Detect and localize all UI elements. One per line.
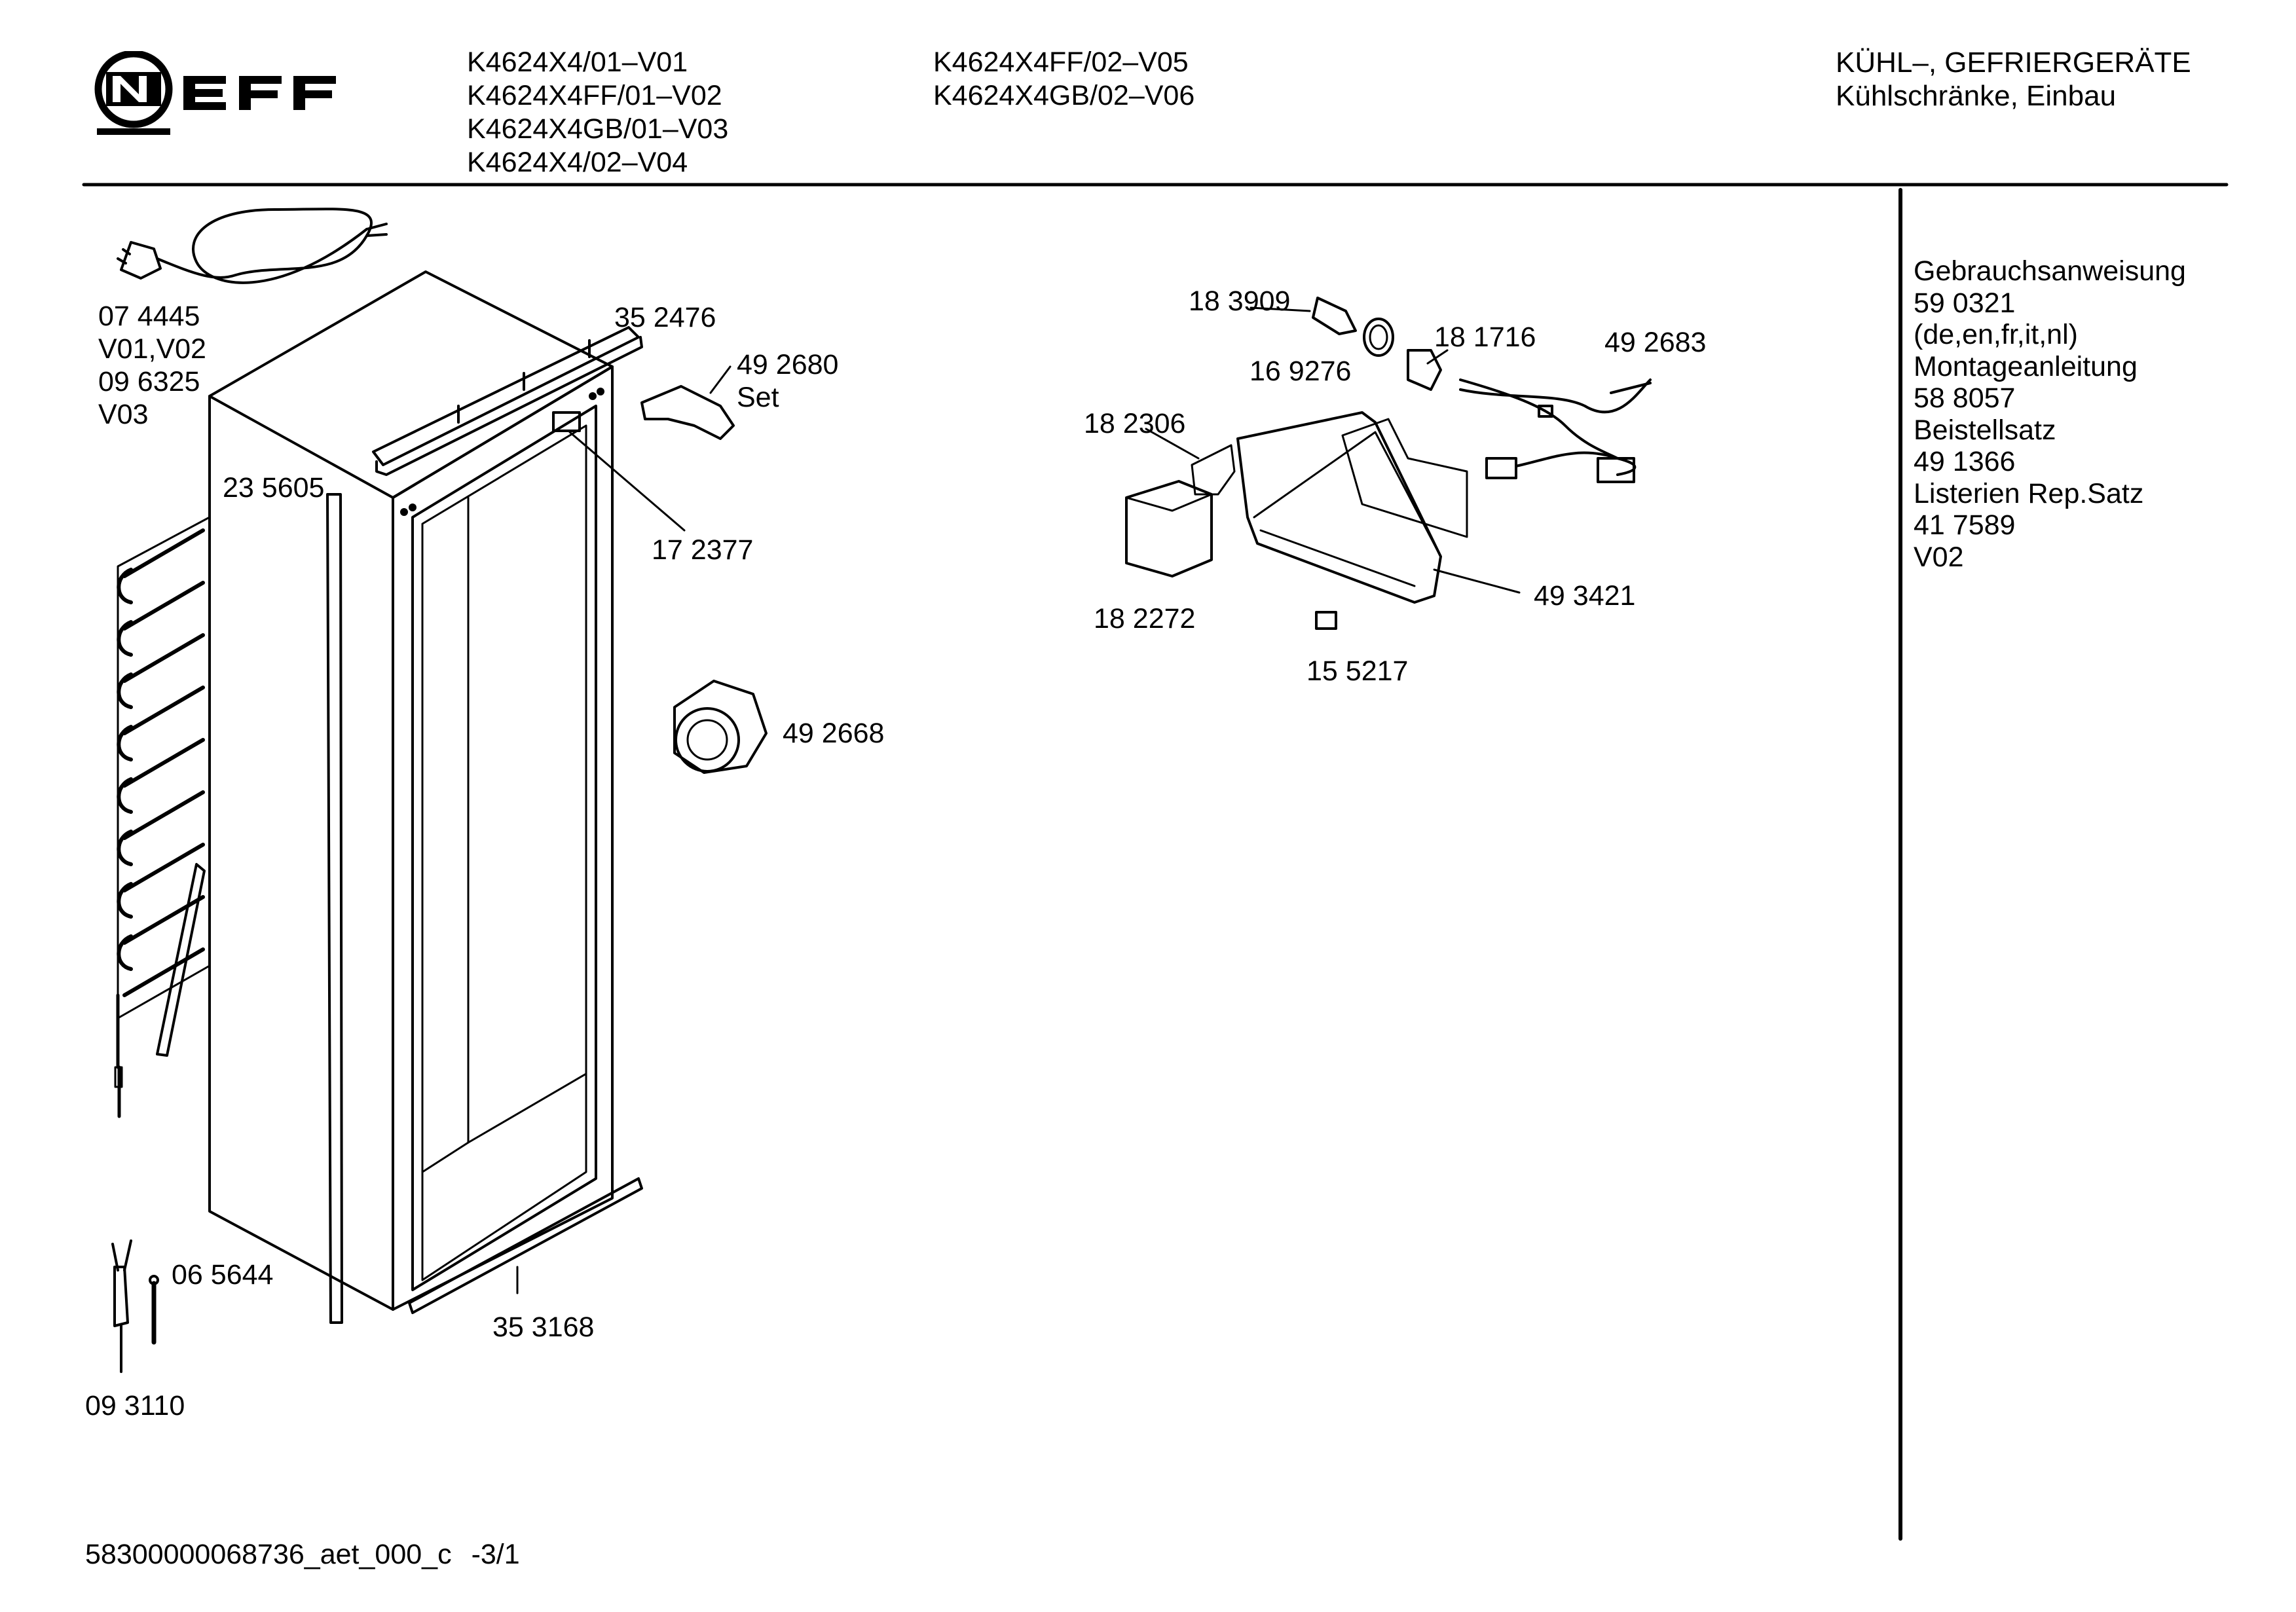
bottom-strip [408,1177,643,1314]
model-list-col2: K4624X4FF/02–V05 K4624X4GB/02–V06 [933,46,1194,113]
part-label: 35 2476 [614,302,716,333]
leader-lines [1145,306,1521,594]
part-label: 49 2668 [783,718,885,749]
sidebar-line: Gebrauchsanweisung [1914,255,2186,287]
part-label: 35 3168 [492,1311,595,1343]
variant-label: V03 [98,399,149,430]
model-number: K4624X4GB/02–V06 [933,80,1195,111]
part-label: 23 5605 [223,472,325,504]
cabinet [208,270,614,1311]
part-label: 49 2683 [1604,327,1707,358]
sidebar-line: V02 [1914,541,1964,573]
sidebar-line: (de,en,fr,it,nl) [1914,319,2078,350]
sidebar-line: Beistellsatz [1914,414,2056,446]
lamp-assembly [1312,297,1442,391]
part-label: 09 6325 [98,366,200,397]
sidebar-notes: Gebrauchsanweisung 59 0321 (de,en,fr,it,… [1914,255,2186,573]
variant-label: V01,V02 [98,333,206,365]
part-label: 15 5217 [1306,655,1409,687]
model-number: K4624X4/01–V01 [467,46,688,78]
part-label: 49 3421 [1534,580,1636,612]
sidebar-line: Listerien Rep.Satz [1914,477,2144,509]
control-housing [1125,411,1468,630]
part-label: 18 2272 [1094,603,1196,634]
category-heading: KÜHL–, GEFRIERGERÄTE Kühlschränke, Einba… [1836,46,2191,113]
neff-logo [92,50,360,146]
category-title: KÜHL–, GEFRIERGERÄTE [1836,46,2191,79]
footer: 58300000068736_aet_000_c -3/1 [85,1539,540,1571]
model-number: K4624X4/02–V04 [467,147,688,178]
part-label: 18 1716 [1434,321,1536,353]
condenser-coil [114,516,211,1118]
model-number: K4624X4FF/01–V02 [467,80,722,111]
sidebar-line: 58 8057 [1914,382,2016,414]
top-rail [372,326,643,476]
sidebar-line: 59 0321 [1914,287,2016,319]
part-label: 06 5644 [172,1259,274,1291]
sidebar-line: Montageanleitung [1914,350,2138,382]
category-subtitle: Kühlschränke, Einbau [1836,80,2117,112]
fan-unit [673,680,768,774]
temperature-sensor [111,1239,159,1373]
part-label: 09 3110 [85,1390,185,1421]
clip-part [552,411,581,432]
document-id: 58300000068736_aet_000_c [85,1539,452,1570]
sidebar-line: 49 1366 [1914,446,2016,477]
sidebar-line: 41 7589 [1914,509,2016,541]
part-label: 16 9276 [1250,356,1352,387]
model-number: K4624X4GB/01–V03 [467,113,729,145]
part-label-suffix: Set [737,382,779,413]
wiring-harness [1459,378,1652,483]
part-label: 18 2306 [1084,408,1186,439]
part-label: 17 2377 [652,534,754,566]
part-label: 07 4445 [98,301,200,332]
part-label: 18 3909 [1189,285,1291,317]
model-list-col1: K4624X4/01–V01 K4624X4FF/01–V02 K4624X4G… [467,46,728,179]
model-number: K4624X4FF/02–V05 [933,46,1189,78]
part-label: 49 2680 [737,349,839,380]
door-seal-strip [326,493,343,1324]
power-cord [117,208,388,284]
hinge-part [640,385,735,440]
page-number: -3/1 [471,1539,520,1570]
